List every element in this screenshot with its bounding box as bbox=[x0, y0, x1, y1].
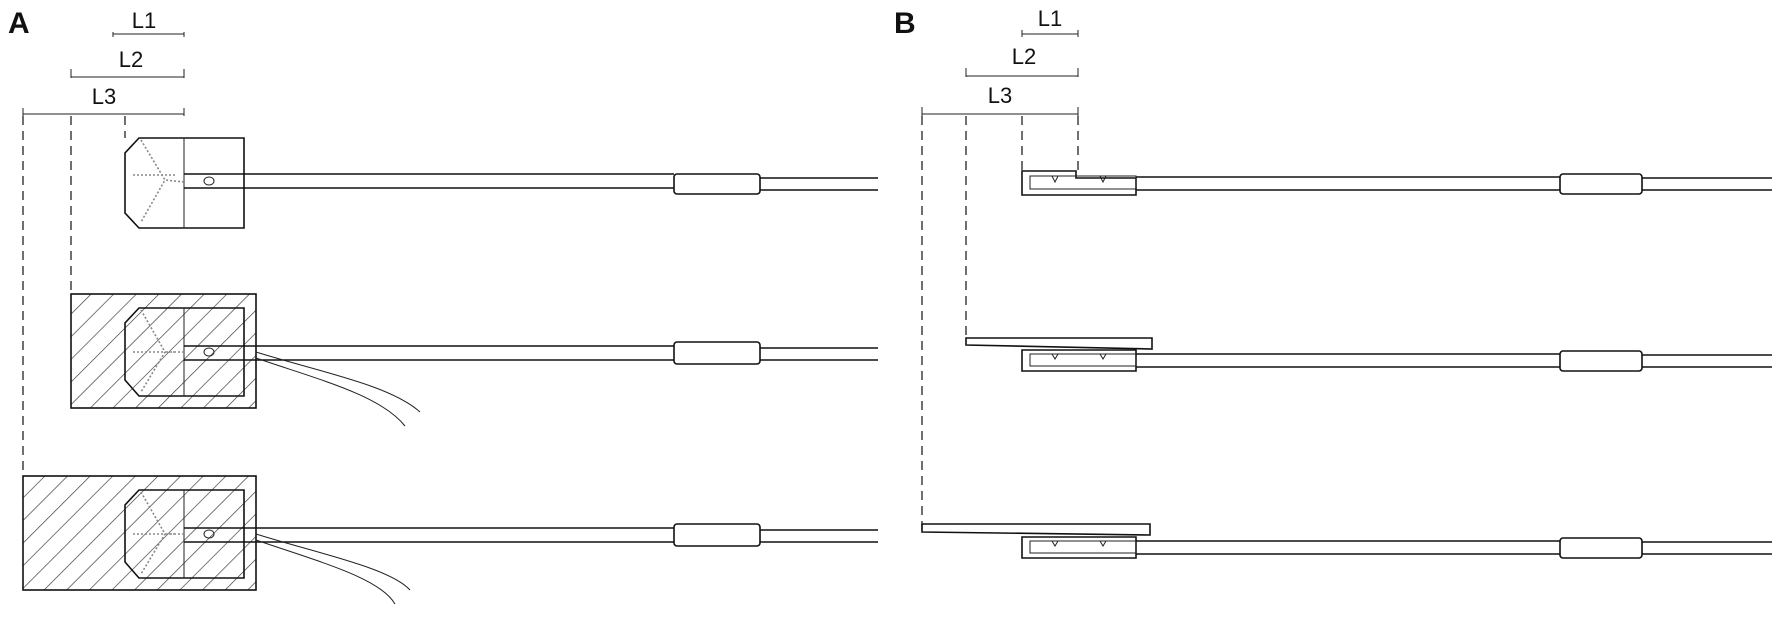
dimension-l1-b: L1 bbox=[1021, 6, 1079, 37]
dimension-l3-label-b: L3 bbox=[988, 83, 1012, 108]
clip-row-1 bbox=[1021, 170, 1772, 196]
dimension-l2: L2 bbox=[70, 47, 185, 78]
dimension-l3-label: L3 bbox=[92, 84, 116, 109]
dimension-l1-label: L1 bbox=[132, 8, 156, 33]
panel-b-letter: B bbox=[894, 7, 916, 40]
dimension-l3: L3 bbox=[22, 84, 185, 116]
dimension-l2-b: L2 bbox=[965, 44, 1079, 77]
dimension-l2-label-b: L2 bbox=[1012, 44, 1036, 69]
panel-a-letter: A bbox=[8, 7, 30, 40]
clip-row-2 bbox=[965, 337, 1772, 372]
dimension-l1: L1 bbox=[112, 8, 185, 37]
electrode-row-2 bbox=[70, 293, 878, 427]
dimension-l1-label-b: L1 bbox=[1038, 6, 1062, 31]
panel-a: A L1 L2 L3 bbox=[8, 7, 878, 605]
dimension-l3-b: L3 bbox=[921, 83, 1079, 116]
dimension-l2-label: L2 bbox=[119, 47, 143, 72]
electrode-row-1 bbox=[124, 137, 878, 229]
electrode-row-3 bbox=[22, 475, 878, 605]
panel-b: B L1 L2 L3 bbox=[894, 6, 1772, 559]
clip-row-3 bbox=[921, 523, 1772, 559]
